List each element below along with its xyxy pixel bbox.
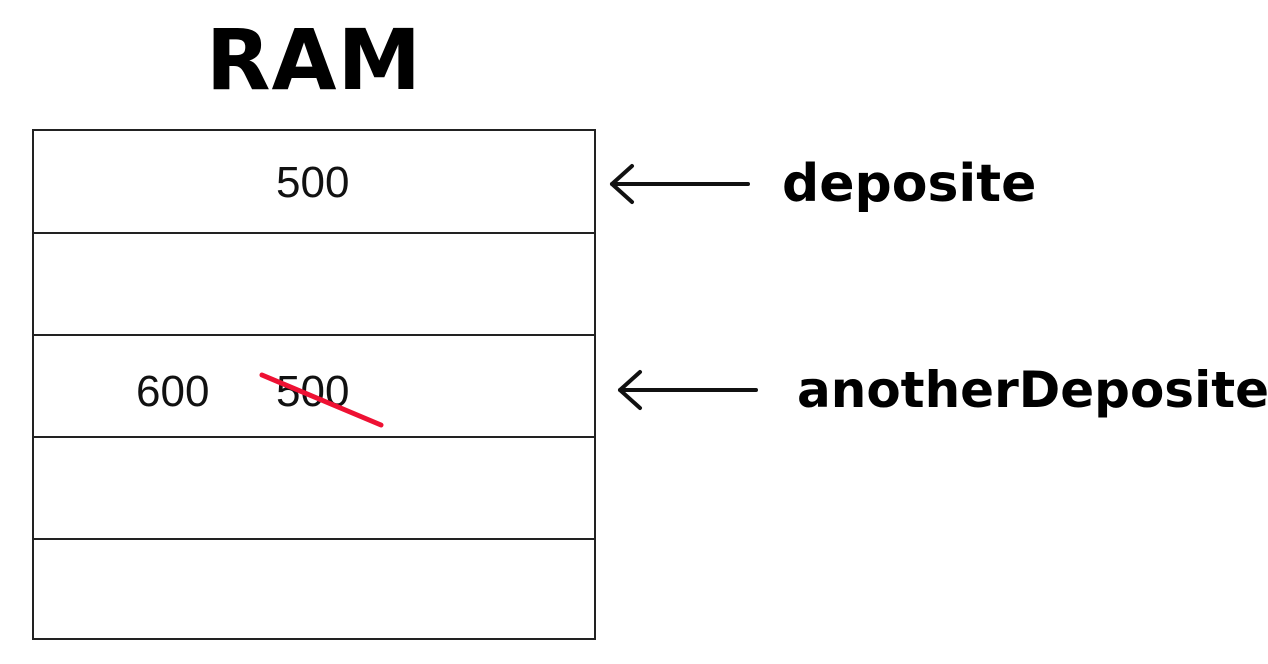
left-arrow-icon (610, 164, 750, 204)
pointer-label-deposite: deposite (782, 154, 1037, 214)
memory-cell-3 (34, 438, 594, 540)
memory-cell-2: 600 500 (34, 336, 594, 438)
pointer-label-anotherDeposite: anotherDeposite (797, 361, 1268, 419)
left-arrow-icon (618, 370, 758, 410)
cell-old-value: 500 (276, 367, 350, 416)
memory-cell-4 (34, 540, 594, 640)
cell-current-value: 600 (136, 367, 210, 416)
diagram-title: RAM (205, 11, 423, 109)
cell-value: 500 (276, 158, 350, 207)
ram-block: 500 600 500 (32, 129, 596, 640)
memory-cell-1 (34, 234, 594, 336)
memory-cell-0: 500 (34, 131, 594, 234)
